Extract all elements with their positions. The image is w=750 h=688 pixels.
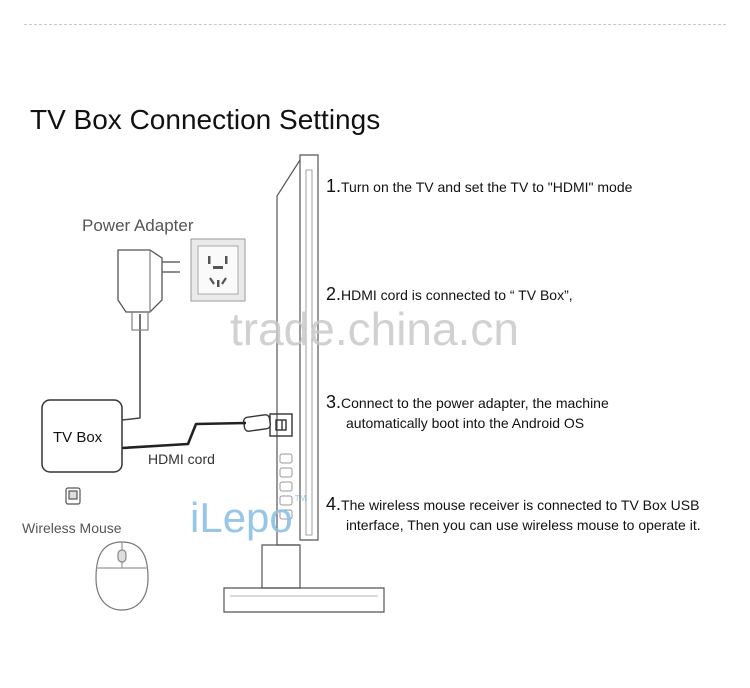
power-cable xyxy=(121,314,141,421)
step-text: The wireless mouse receiver is connected… xyxy=(341,497,700,513)
step-4: 4.The wireless mouse receiver is connect… xyxy=(326,494,701,533)
tv-hdmi-port xyxy=(269,413,293,437)
power-adapter-label: Power Adapter xyxy=(82,216,194,235)
step-text: HDMI cord is connected to “ TV Box”, xyxy=(341,287,573,303)
usb-receiver-icon xyxy=(65,487,81,505)
tv-side-profile xyxy=(223,154,385,613)
watermark-text: trade.china.cn xyxy=(230,303,519,355)
step-1: 1.Turn on the TV and set the TV to "HDMI… xyxy=(326,176,632,197)
step-number: 2. xyxy=(326,284,342,304)
tv-box-device xyxy=(41,399,123,473)
hdmi-cable xyxy=(121,421,247,450)
step-text: Connect to the power adapter, the machin… xyxy=(341,395,609,411)
wireless-mouse-label: Wireless Mouse xyxy=(22,520,122,536)
wall-outlet-icon xyxy=(190,238,246,302)
hdmi-plug xyxy=(242,414,272,432)
step-text-continued: automatically boot into the Android OS xyxy=(346,415,585,431)
page-title: TV Box Connection Settings xyxy=(30,104,381,135)
hdmi-cord-label: HDMI cord xyxy=(148,451,215,467)
brand-text: iLepo xyxy=(190,494,293,541)
top-divider xyxy=(24,24,726,25)
tv-box-label: TV Box xyxy=(53,429,103,446)
step-text: Turn on the TV and set the TV to "HDMI" … xyxy=(341,179,633,195)
step-number: 1. xyxy=(326,176,342,196)
power-adapter-icon xyxy=(117,249,180,331)
step-number: 3. xyxy=(326,392,342,412)
step-text-continued: interface, Then you can use wireless mou… xyxy=(346,517,701,533)
brand-trademark: TM xyxy=(294,494,307,503)
step-2: 2.HDMI cord is connected to “ TV Box”, xyxy=(326,284,573,305)
step-3: 3.Connect to the power adapter, the mach… xyxy=(326,392,609,431)
step-number: 4. xyxy=(326,494,342,514)
tv-side-buttons xyxy=(279,453,293,520)
wireless-mouse-icon xyxy=(95,541,149,611)
